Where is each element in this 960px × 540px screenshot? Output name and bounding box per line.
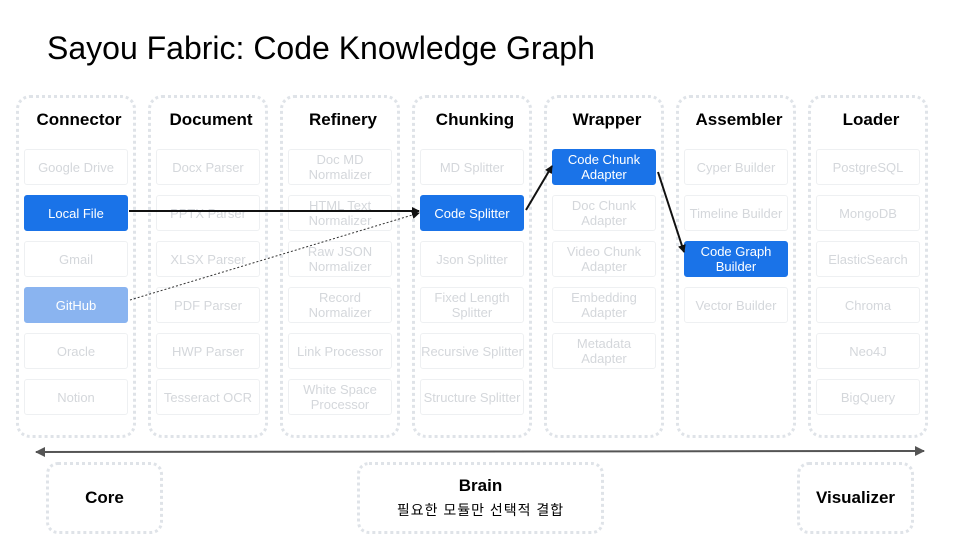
module-embedding-adapter[interactable]: Embedding Adapter — [552, 287, 656, 323]
module-hwp-parser[interactable]: HWP Parser — [156, 333, 260, 369]
module-local-file[interactable]: Local File — [24, 195, 128, 231]
module-elasticsearch[interactable]: ElasticSearch — [816, 241, 920, 277]
module-code-splitter[interactable]: Code Splitter — [420, 195, 524, 231]
column-wrapper: Wrapper Code Chunk Adapter Doc Chunk Ada… — [544, 95, 664, 438]
module-code-chunk-adapter[interactable]: Code Chunk Adapter — [552, 149, 656, 185]
module-html-text-normalizer[interactable]: HTML Text Normalizer — [288, 195, 392, 231]
module-recursive-splitter[interactable]: Recursive Splitter — [420, 333, 524, 369]
module-gmail[interactable]: Gmail — [24, 241, 128, 277]
module-doc-chunk-adapter[interactable]: Doc Chunk Adapter — [552, 195, 656, 231]
module-postgresql[interactable]: PostgreSQL — [816, 149, 920, 185]
module-google-drive[interactable]: Google Drive — [24, 149, 128, 185]
module-vector-builder[interactable]: Vector Builder — [684, 287, 788, 323]
module-fixed-length-splitter[interactable]: Fixed Length Splitter — [420, 287, 524, 323]
slide-title: Sayou Fabric: Code Knowledge Graph — [47, 30, 595, 66]
brain-label: Brain — [458, 476, 503, 495]
column-loader: Loader PostgreSQL MongoDB ElasticSearch … — [808, 95, 928, 438]
module-link-processor[interactable]: Link Processor — [288, 333, 392, 369]
module-chroma[interactable]: Chroma — [816, 287, 920, 323]
column-header: Refinery — [308, 110, 378, 129]
column-connector: Connector Google Drive Local File Gmail … — [16, 95, 136, 438]
visualizer-label: Visualizer — [815, 488, 896, 507]
brain-subtitle: 필요한 모듈만 선택적 결합 — [396, 502, 565, 518]
column-header: Loader — [842, 110, 900, 129]
module-mongodb[interactable]: MongoDB — [816, 195, 920, 231]
module-tesseract-ocr[interactable]: Tesseract OCR — [156, 379, 260, 415]
module-bigquery[interactable]: BigQuery — [816, 379, 920, 415]
visualizer-box: Visualizer — [797, 462, 914, 534]
module-docx-parser[interactable]: Docx Parser — [156, 149, 260, 185]
module-oracle[interactable]: Oracle — [24, 333, 128, 369]
core-box: Core — [46, 462, 163, 534]
module-white-space-processor[interactable]: White Space Processor — [288, 379, 392, 415]
module-md-splitter[interactable]: MD Splitter — [420, 149, 524, 185]
column-header: Wrapper — [572, 110, 642, 129]
module-raw-json-normalizer[interactable]: Raw JSON Normalizer — [288, 241, 392, 277]
module-github[interactable]: GitHub — [24, 287, 128, 323]
brain-box: Brain 필요한 모듈만 선택적 결합 — [357, 462, 604, 534]
module-code-graph-builder[interactable]: Code Graph Builder — [684, 241, 788, 277]
module-json-splitter[interactable]: Json Splitter — [420, 241, 524, 277]
module-timeline-builder[interactable]: Timeline Builder — [684, 195, 788, 231]
module-structure-splitter[interactable]: Structure Splitter — [420, 379, 524, 415]
column-header: Assembler — [695, 110, 783, 129]
core-label: Core — [85, 488, 124, 507]
column-assembler: Assembler Cyper Builder Timeline Builder… — [676, 95, 796, 438]
module-notion[interactable]: Notion — [24, 379, 128, 415]
module-video-chunk-adapter[interactable]: Video Chunk Adapter — [552, 241, 656, 277]
module-metadata-adapter[interactable]: Metadata Adapter — [552, 333, 656, 369]
core-visualizer-range-arrow — [35, 446, 925, 457]
column-header: Connector — [36, 110, 122, 129]
column-chunking: Chunking MD Splitter Code Splitter Json … — [412, 95, 532, 438]
module-neo4j[interactable]: Neo4J — [816, 333, 920, 369]
module-xlsx-parser[interactable]: XLSX Parser — [156, 241, 260, 277]
module-pdf-parser[interactable]: PDF Parser — [156, 287, 260, 323]
column-header: Document — [169, 110, 253, 129]
module-cyper-builder[interactable]: Cyper Builder — [684, 149, 788, 185]
column-refinery: Refinery Doc MD Normalizer HTML Text Nor… — [280, 95, 400, 438]
module-doc-md-normalizer[interactable]: Doc MD Normalizer — [288, 149, 392, 185]
module-pptx-parser[interactable]: PPTX Parser — [156, 195, 260, 231]
module-record-normalizer[interactable]: Record Normalizer — [288, 287, 392, 323]
column-header: Chunking — [435, 110, 515, 129]
column-document: Document Docx Parser PPTX Parser XLSX Pa… — [148, 95, 268, 438]
